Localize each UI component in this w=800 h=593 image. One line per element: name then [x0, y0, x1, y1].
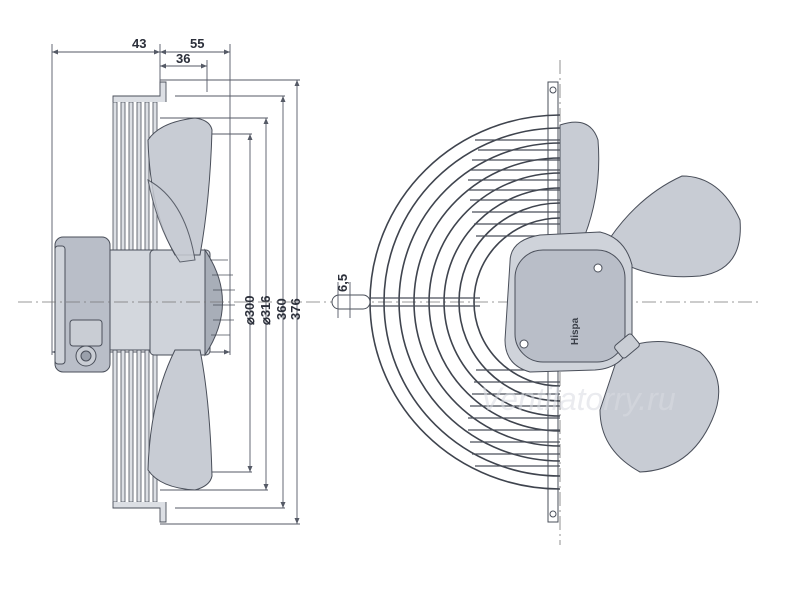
side-blades: [147, 117, 213, 491]
motor-hub: [149, 248, 235, 357]
dim-300-label: ⌀300: [242, 295, 257, 325]
side-view: 43 55 36 148: [18, 36, 760, 525]
dim-55-label: 55: [190, 36, 204, 51]
dim-316-label: ⌀316: [258, 295, 273, 325]
front-grille: [331, 114, 561, 490]
dim-376-label: 376: [288, 298, 303, 320]
dim-360-label: 360: [274, 298, 289, 320]
front-motor-housing: Hispa: [504, 231, 640, 373]
watermark-text: Ventilatorry.ru: [480, 381, 676, 417]
front-blades: [559, 121, 741, 473]
brand-label: Hispa: [570, 317, 581, 345]
dim-6-5-label: 6,5: [335, 274, 350, 292]
dim-43-label: 43: [132, 36, 146, 51]
dim-36-label: 36: [176, 51, 190, 66]
front-view: 6,5 Hispa Ventilatorry.ru: [331, 60, 741, 545]
